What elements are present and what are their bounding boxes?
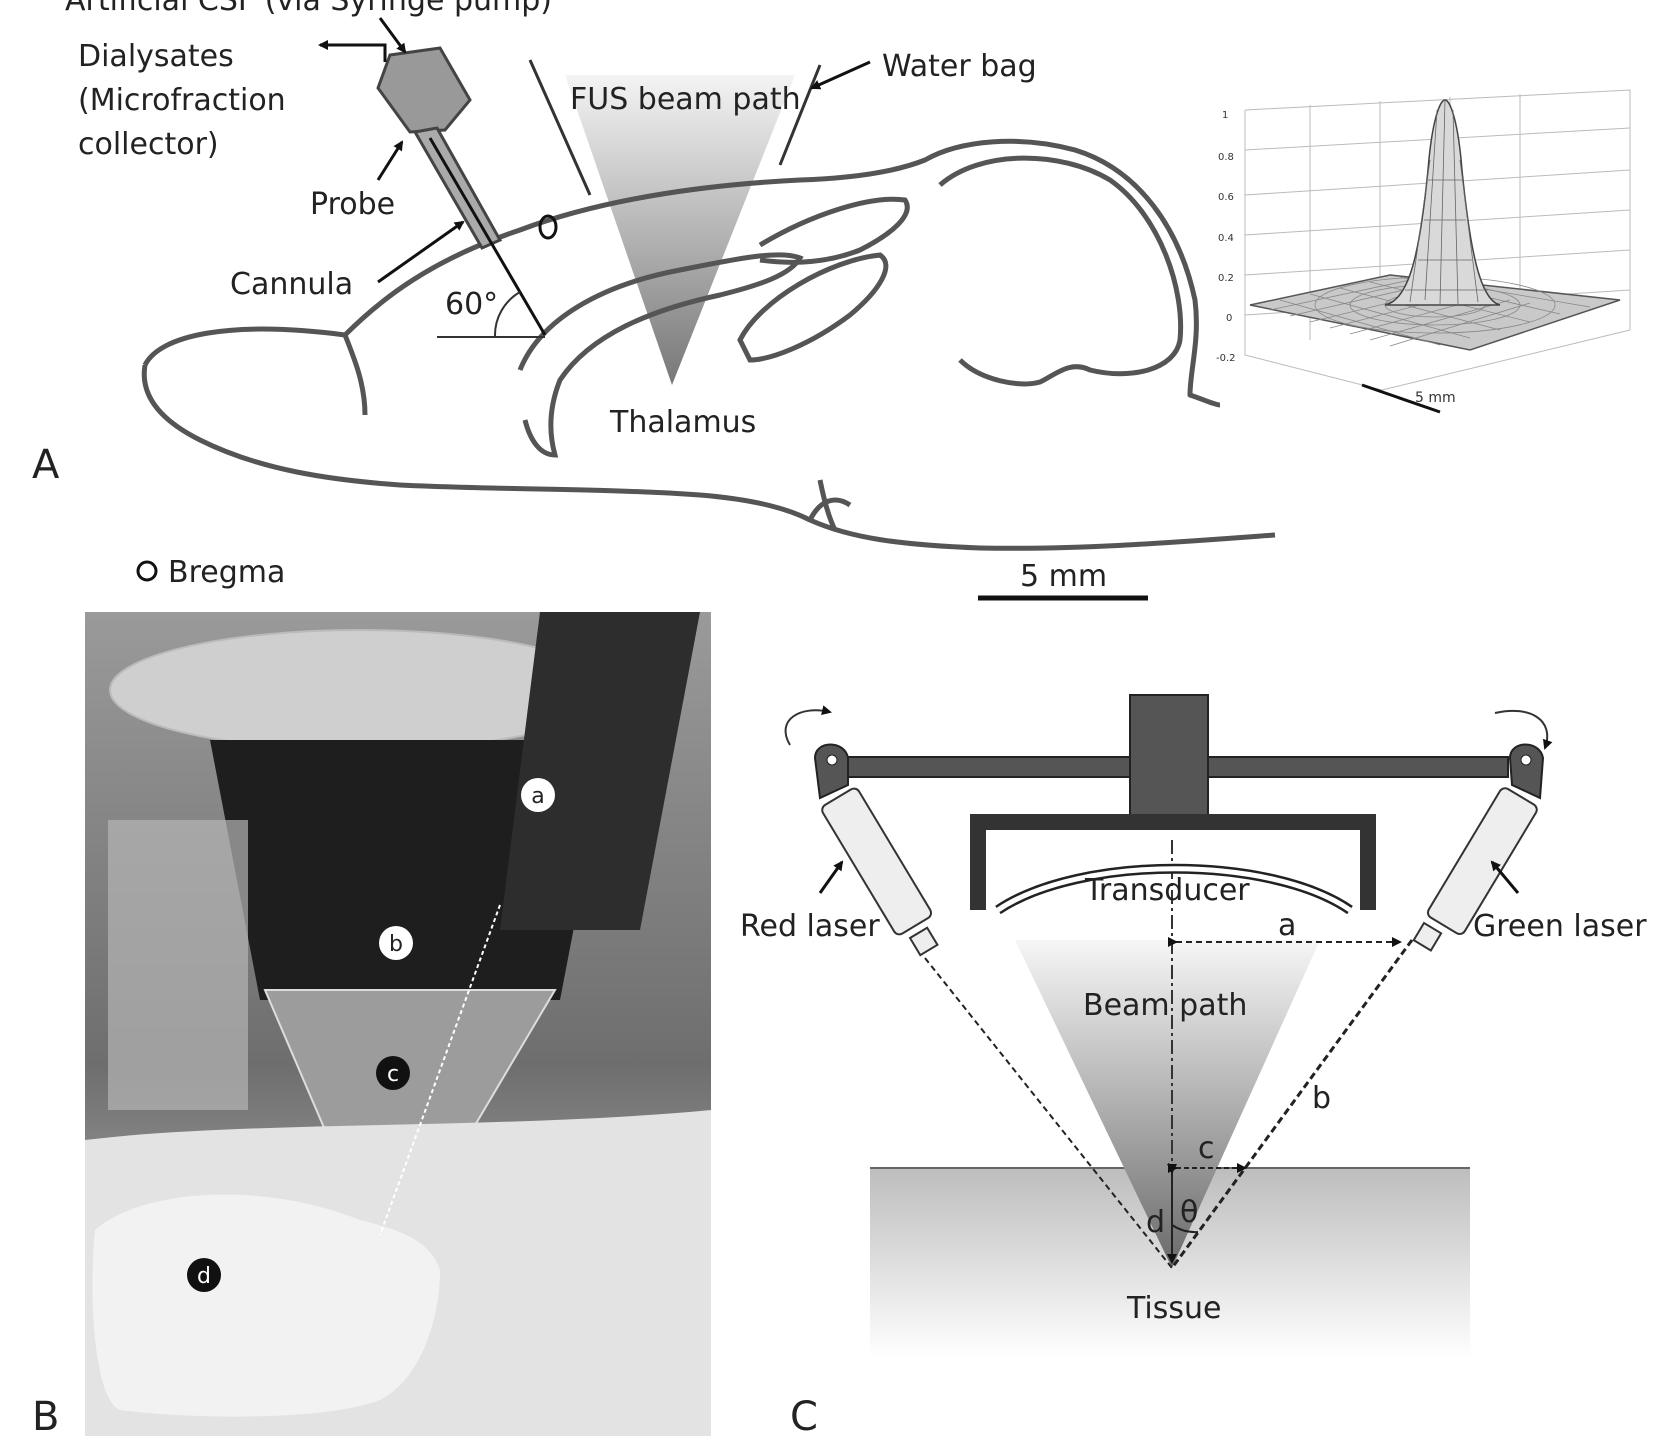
green-laser-beam xyxy=(1170,939,1414,1269)
transducer-label: Transducer xyxy=(1084,873,1250,908)
photo-transducer-cone xyxy=(210,740,610,1000)
red-laser-tip xyxy=(908,926,939,957)
dialysate-arrow xyxy=(318,40,387,62)
red-laser-label: Red laser xyxy=(740,909,880,944)
green-laser-arrow xyxy=(1490,860,1520,894)
dialysates-line-3: collector) xyxy=(78,127,219,162)
frame-center-block xyxy=(1129,694,1209,821)
right-pivot xyxy=(1508,743,1545,800)
dialysates-line-2: (Microfraction xyxy=(78,83,286,118)
marker-c-label: c xyxy=(387,1062,399,1087)
waterbag-arrow xyxy=(810,60,871,90)
transducer-face-inner xyxy=(996,866,1352,913)
csf-arrow xyxy=(378,17,407,54)
csf-label: Artificial CSF (via Syringe pump) xyxy=(65,0,552,18)
right-rotate-arrow xyxy=(1494,709,1553,750)
z-tick: 0 xyxy=(1226,313,1232,324)
z-tick: -0.2 xyxy=(1216,353,1236,364)
panel-a: Artificial CSF (via Syringe pump) Dialys… xyxy=(32,0,1276,601)
cerebellum-outline xyxy=(938,155,1184,387)
inset-scale-label: 5 mm xyxy=(1415,390,1456,406)
panel-b: a b c d B xyxy=(32,612,711,1436)
red-laser-arrow xyxy=(818,860,844,894)
ventral-outline xyxy=(807,479,852,532)
left-pivot-hole xyxy=(826,754,838,766)
beam-path-cone xyxy=(1015,940,1320,1268)
green-laser-label: Green laser xyxy=(1473,909,1647,944)
marker-d-label: d xyxy=(197,1264,211,1289)
photo-holder-arm xyxy=(500,612,700,930)
peak-mesh xyxy=(1405,99,1488,305)
marker-b-label: b xyxy=(389,932,403,957)
bregma-marker xyxy=(538,214,558,240)
dim-d-label: d xyxy=(1146,1205,1165,1240)
theta-label: θ xyxy=(1180,1195,1198,1230)
inset-plot: 1 0.8 0.6 0.4 0.2 0 -0.2 5 mm xyxy=(1216,89,1631,414)
marker-a-label: a xyxy=(531,784,544,809)
marker-a-circle xyxy=(521,778,555,812)
photo-rat xyxy=(92,1194,440,1417)
panel-c-label: C xyxy=(790,1394,818,1436)
probe-head xyxy=(376,46,472,134)
striatum-outline xyxy=(758,196,910,265)
tissue-label: Tissue xyxy=(1126,1291,1221,1326)
dim-b-label: b xyxy=(1312,1081,1331,1116)
right-pivot-hole xyxy=(1520,754,1532,766)
left-rotate-arrow xyxy=(784,705,832,746)
dialysates-line-1: Dialysates xyxy=(78,39,234,74)
z-tick: 0.8 xyxy=(1218,152,1234,163)
fus-beam-cone xyxy=(565,75,795,385)
bregma-legend-symbol xyxy=(136,560,158,582)
cannula-label: Cannula xyxy=(230,267,353,302)
z-axis-ticks: 1 0.8 0.6 0.4 0.2 0 -0.2 xyxy=(1216,110,1236,364)
hippocampus-outline xyxy=(517,252,804,458)
left-pivot xyxy=(813,743,849,800)
theta-arc xyxy=(1171,1224,1199,1234)
scalebar-label: 5 mm xyxy=(1020,559,1107,594)
cannula-arrow xyxy=(377,220,465,284)
probe-arrow xyxy=(376,140,404,181)
z-tick: 0.6 xyxy=(1218,192,1234,203)
red-laser-beam xyxy=(924,957,1173,1269)
surface-base xyxy=(1249,274,1621,351)
panel-a-label: A xyxy=(32,442,60,488)
red-laser-body xyxy=(821,787,933,936)
transducer-housing xyxy=(970,814,1376,910)
midbrain-outline xyxy=(737,252,889,363)
marker-b-circle xyxy=(379,926,413,960)
fus-label: FUS beam path xyxy=(570,82,801,117)
dialysates-label: Dialysates (Microfraction collector) xyxy=(78,39,295,162)
green-laser-tip xyxy=(1412,921,1443,952)
marker-c-circle xyxy=(376,1056,410,1090)
photo-laser-line xyxy=(379,904,501,1236)
beam-path-label: Beam path xyxy=(1083,988,1247,1023)
dim-c-label: c xyxy=(1198,1131,1215,1166)
z-tick: 0.2 xyxy=(1218,273,1234,284)
z-tick: 0.4 xyxy=(1218,233,1234,244)
panel-c: Transducer Red laser Green laser Beam pa… xyxy=(740,694,1647,1436)
waterbag-label: Water bag xyxy=(882,49,1037,84)
panel-b-label: B xyxy=(32,1394,59,1436)
brain-outline xyxy=(141,138,1276,551)
dim-a-label: a xyxy=(1278,908,1296,943)
inset-scalebar xyxy=(1361,383,1441,414)
cannula-line xyxy=(428,137,547,336)
probe-label: Probe xyxy=(310,187,395,222)
z-tick: 1 xyxy=(1222,110,1228,121)
bregma-label: Bregma xyxy=(168,555,285,590)
angle-label: 60° xyxy=(445,287,498,322)
angle-arc xyxy=(493,291,521,338)
photo-beaker xyxy=(108,820,248,1110)
thalamus-label: Thalamus xyxy=(609,405,756,440)
marker-d-circle xyxy=(187,1258,221,1292)
